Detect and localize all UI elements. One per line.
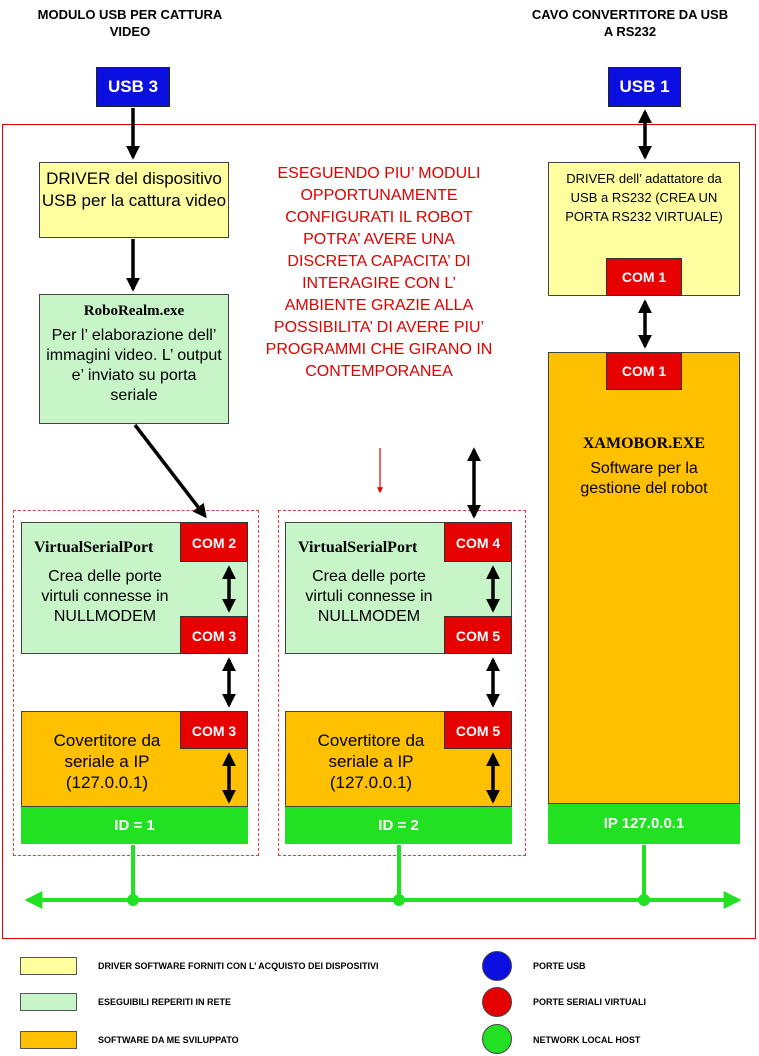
legend-swatch-green	[20, 993, 77, 1011]
conv2-com: COM 5	[444, 711, 512, 749]
vsp2-com-b: COM 5	[444, 616, 512, 654]
vsp1-com-b: COM 3	[180, 616, 248, 654]
bus-node-2	[393, 894, 405, 906]
conv2-desc: Covertitore da seriale a IP (127.0.0.1)	[317, 731, 425, 792]
xamobor-box: XAMOBOR.EXE Software per la gestione del…	[548, 352, 740, 804]
id1-bar: ID = 1	[21, 807, 248, 844]
conv1-com: COM 3	[180, 711, 248, 749]
xamobor-title: XAMOBOR.EXE	[582, 435, 706, 452]
driver-rs232-label: DRIVER dell’ adattatore da USB a RS232 (…	[565, 171, 723, 224]
system-frame	[2, 124, 756, 939]
roborealm-title: RoboRealm.exe	[83, 303, 185, 319]
roborealm-box: RoboRealm.exe Per l’ elaborazione dell’ …	[39, 294, 229, 424]
legend-dot-red	[482, 987, 512, 1017]
conv1-desc: Covertitore da seriale a IP (127.0.0.1)	[53, 731, 161, 792]
id2-bar: ID = 2	[285, 807, 512, 844]
legend-swatch-orange	[20, 1031, 77, 1049]
bus-node-1	[127, 894, 139, 906]
driver-video-box: DRIVER del dispositivo USB per la cattur…	[39, 162, 229, 238]
legend-label-netgreen: NETWORK LOCAL HOST	[533, 1035, 641, 1045]
bus-node-3	[638, 894, 650, 906]
com1-driver-port: COM 1	[606, 258, 682, 296]
roborealm-desc: Per l’ elaborazione dell’ immagini video…	[46, 327, 222, 404]
legend-label-yellow: DRIVER SOFTWARE FORNITI CON L’ ACQUISTO …	[98, 961, 379, 971]
vsp2-desc: Crea delle porte virtuli connesse in NUL…	[305, 568, 433, 625]
multi-module-note: ESEGUENDO PIU’ MODULI OPPORTUNAMENTE CON…	[265, 165, 493, 380]
com1-xamobor-port: COM 1	[606, 352, 682, 390]
vsp1-com-a: COM 2	[180, 522, 248, 562]
module1-group	[13, 510, 259, 856]
xamobor-desc: Software per la gestione del robot	[580, 460, 708, 497]
usb3-port: USB 3	[96, 67, 170, 107]
vsp1-title: VirtualSerialPort	[34, 539, 154, 556]
module2-group	[278, 510, 526, 856]
legend-label-red: PORTE SERIALI VIRTUALI	[533, 997, 647, 1007]
vsp2-title: VirtualSerialPort	[298, 539, 418, 556]
legend-swatch-yellow	[20, 957, 77, 975]
xamobor-ip-bar: IP 127.0.0.1	[548, 804, 740, 844]
legend-dot-blue	[482, 951, 512, 981]
usb1-port: USB 1	[608, 67, 681, 107]
legend-label-orange: SOFTWARE DA ME SVILUPPATO	[98, 1035, 239, 1045]
header-rs232-cable: CAVO CONVERTITORE DA USB A RS232	[531, 7, 729, 39]
legend-dot-netgreen	[482, 1024, 512, 1054]
vsp1-desc: Crea delle porte virtuli connesse in NUL…	[41, 568, 169, 625]
arrow-roborealm-com2	[133, 423, 207, 519]
legend-label-green: ESEGUIBILI REPERITI IN RETE	[98, 997, 232, 1007]
vsp2-com-a: COM 4	[444, 522, 512, 562]
legend-label-blue: PORTE USB	[533, 961, 586, 971]
header-video-module: MODULO USB PER CATTURA VIDEO	[37, 7, 223, 39]
